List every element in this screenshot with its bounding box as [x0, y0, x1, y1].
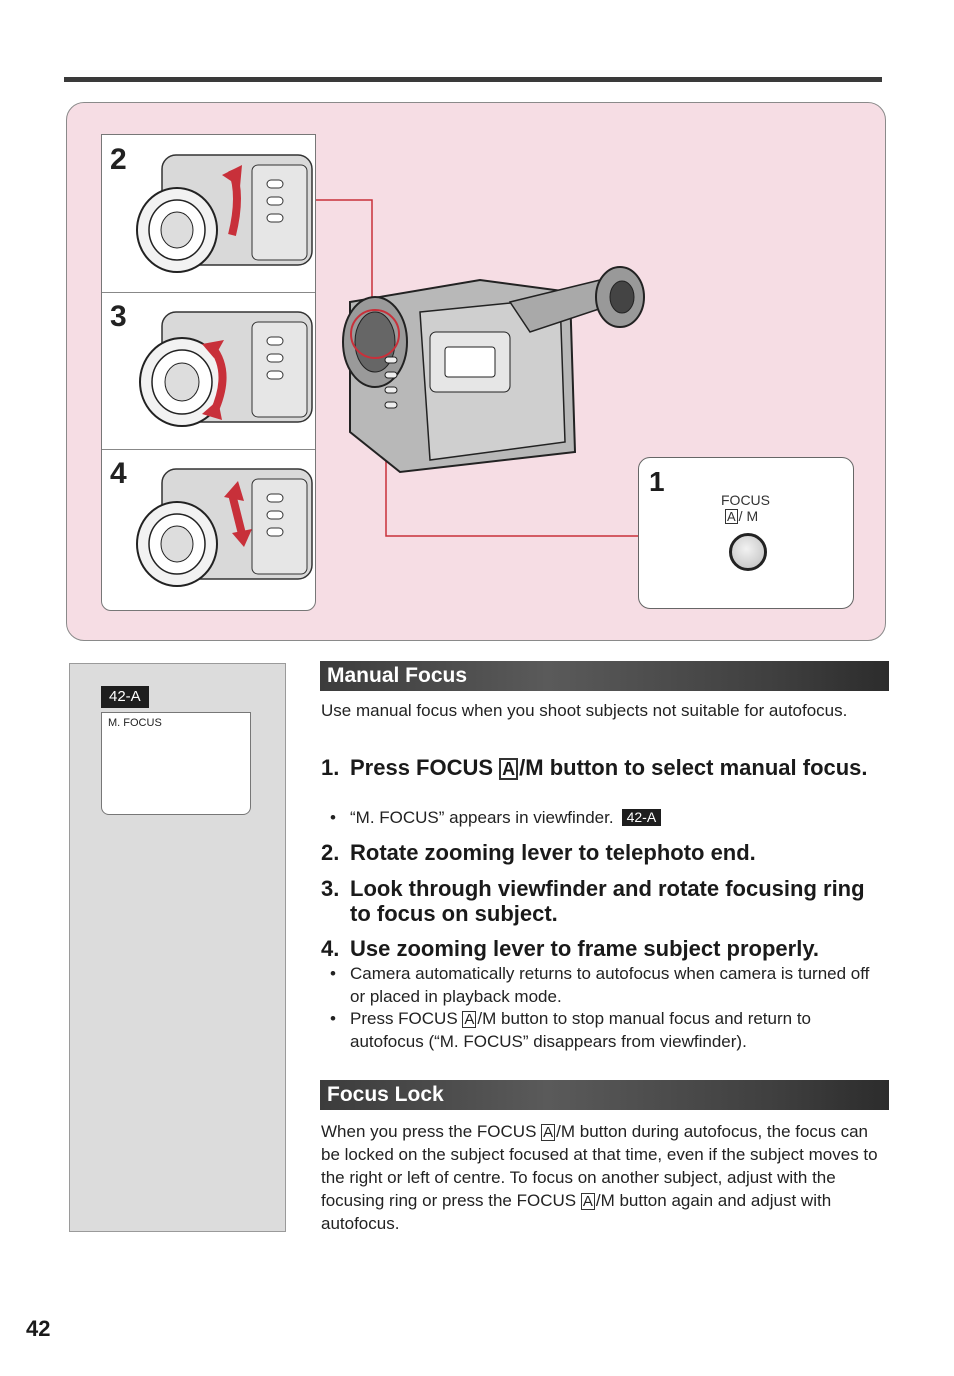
step-3: 3. Look through viewfinder and rotate fo… — [321, 876, 881, 926]
step-number: 3 — [110, 300, 127, 333]
step-1-bullet: • “M. FOCUS” appears in viewfinder.42-A — [330, 806, 885, 829]
page-number: 42 — [26, 1316, 51, 1341]
step-illustration-4: 4 — [102, 449, 315, 606]
step-1-number: 1. — [321, 755, 340, 780]
step-3-text: Look through viewfinder and rotate focus… — [350, 876, 865, 926]
manual-focus-heading: Manual Focus — [327, 664, 468, 687]
step-number: 2 — [110, 143, 127, 176]
am-label: A/ M — [725, 508, 758, 524]
camera-closeup-3 — [139, 311, 313, 427]
step-1: 1. Press FOCUS A/M button to select manu… — [321, 755, 881, 780]
camera-closeup-2 — [136, 154, 313, 273]
focus-lock-heading-bar: Focus Lock — [320, 1080, 889, 1110]
step-1-text-a: Press FOCUS — [350, 755, 500, 780]
auto-box: A — [725, 509, 738, 524]
focus-button — [729, 533, 767, 571]
step-1-text-b: /M button to select manual focus. — [519, 755, 868, 780]
focus-lock-text: When you press the FOCUS A/M button duri… — [321, 1120, 881, 1235]
step-4-bullet-2-text-a: Press FOCUS — [350, 1009, 463, 1028]
focus-lock-box-2: A — [580, 1193, 595, 1210]
step-4-bullet-1: • Camera automatically returns to autofo… — [330, 962, 885, 1008]
step-1-tag: 42-A — [621, 809, 662, 826]
manual-focus-heading-bar: Manual Focus — [320, 661, 889, 691]
viewfinder-text: M. FOCUS — [108, 717, 162, 729]
step-3-number: 3. — [321, 876, 340, 901]
focus-lock-heading: Focus Lock — [327, 1083, 444, 1106]
callout-number: 1 — [649, 466, 665, 497]
manual-focus-intro: Use manual focus when you shoot subjects… — [321, 701, 848, 720]
camera-closeup-4 — [136, 468, 313, 587]
step-4-bullet-2-text-b: /M button to stop manual focus and retur… — [350, 1009, 812, 1051]
step-4-bullet-1-text: Camera automatically returns to autofocu… — [350, 964, 870, 1006]
step-4-number: 4. — [321, 936, 340, 961]
focus-label: FOCUS — [721, 492, 770, 508]
step-number: 4 — [110, 457, 127, 490]
step-illustrations: 2 3 4 — [101, 134, 316, 611]
camcorder-illustration — [342, 266, 645, 474]
top-rule — [64, 77, 882, 82]
step-illustration-2: 2 — [102, 135, 315, 293]
step-4-text: Use zooming lever to frame subject prope… — [350, 936, 820, 961]
am-suffix: / M — [738, 508, 759, 524]
step-4: 4. Use zooming lever to frame subject pr… — [321, 936, 881, 961]
step-2-text: Rotate zooming lever to telephoto end. — [350, 840, 756, 865]
viewfinder-tag: 42-A — [101, 686, 149, 708]
focus-button-callout: 1 FOCUS A/ M — [638, 457, 854, 609]
viewfinder-display: M. FOCUS — [101, 712, 251, 815]
focus-lock-box-1: A — [541, 1124, 556, 1141]
step-1-bullet-text: “M. FOCUS” appears in viewfinder. — [350, 808, 614, 827]
step-2: 2. Rotate zooming lever to telephoto end… — [321, 840, 881, 865]
focus-lock-text-b: /M button during autofocus, the focus ca… — [321, 1122, 878, 1210]
step-illustration-3: 3 — [102, 292, 315, 450]
step-4-bullet-2-box: A — [462, 1011, 477, 1028]
focus-lock-text-c: /M button again and adjust with autofocu… — [321, 1191, 832, 1233]
step-1-auto-box: A — [499, 758, 519, 780]
focus-lock-text-a: When you press the FOCUS — [321, 1122, 542, 1141]
step-4-bullet-2: • Press FOCUS A/M button to stop manual … — [330, 1009, 812, 1051]
step-2-number: 2. — [321, 840, 340, 865]
